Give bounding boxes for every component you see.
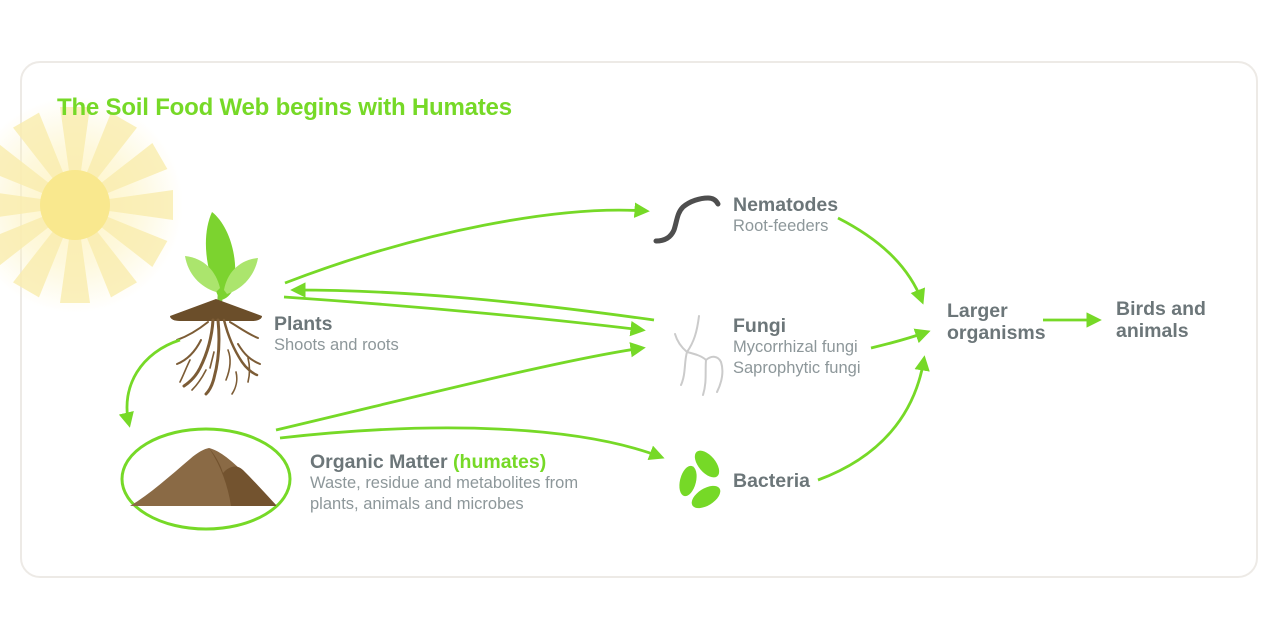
arrows [118, 202, 1102, 482]
organic-matter-name: Organic Matter (humates) [310, 451, 578, 473]
bacteria-icon [679, 450, 721, 509]
arrow-nematodes-to-larger-organisms [837, 216, 926, 305]
arrow-fungi-to-larger-organisms [870, 328, 931, 350]
nematodes-desc: Root-feeders [733, 217, 829, 235]
plants-name: Plants [274, 313, 333, 335]
sun-icon [0, 97, 183, 313]
organic-matter-humates-text: (humates) [453, 451, 547, 473]
nematode-icon [653, 195, 721, 244]
arrow-plants-to-fungi [283, 295, 646, 337]
organic-matter-desc-2: plants, animals and microbes [310, 495, 524, 513]
fungi-icon [674, 315, 724, 396]
fungi-name: Fungi [733, 315, 787, 337]
plant-icon [170, 212, 262, 396]
arrow-plants-to-nematodes [284, 202, 650, 285]
bacteria-name: Bacteria [733, 470, 810, 492]
arrow-bacteria-to-larger-organisms [817, 355, 930, 482]
larger-organisms-name: Larger organisms [947, 300, 1046, 344]
organic-matter-desc-1: Waste, residue and metabolites from [310, 474, 579, 492]
arrow-fungi-to-plants [290, 282, 655, 322]
fungi-desc-1: Mycorrhizal fungi [733, 338, 858, 356]
organic-matter-name-text: Organic Matter [310, 451, 448, 473]
node-label-larger-organisms: Larger organisms [947, 300, 1051, 344]
node-label-plants: Plants Shoots and roots [274, 313, 399, 356]
plants-desc: Shoots and roots [274, 336, 399, 354]
arrow-organic-matter-to-fungi [275, 342, 646, 432]
birds-animals-name: Birds and animals [1116, 298, 1206, 342]
node-label-nematodes: Nematodes Root-feeders [733, 194, 838, 237]
node-label-birds-animals: Birds and animals [1116, 298, 1220, 342]
fungi-desc-2: Saprophytic fungi [733, 359, 861, 377]
node-label-fungi: Fungi Mycorrhizal fungi Saprophytic fung… [733, 315, 861, 379]
node-label-organic-matter: Organic Matter (humates) Waste, residue … [310, 451, 578, 515]
arrow-plants-to-organic-matter [118, 338, 181, 428]
node-label-bacteria: Bacteria [733, 470, 810, 492]
arrow-organic-matter-to-bacteria [279, 426, 665, 461]
nematodes-name: Nematodes [733, 194, 839, 216]
page-title: The Soil Food Web begins with Humates [57, 94, 512, 121]
organic-matter-icon [120, 427, 292, 531]
